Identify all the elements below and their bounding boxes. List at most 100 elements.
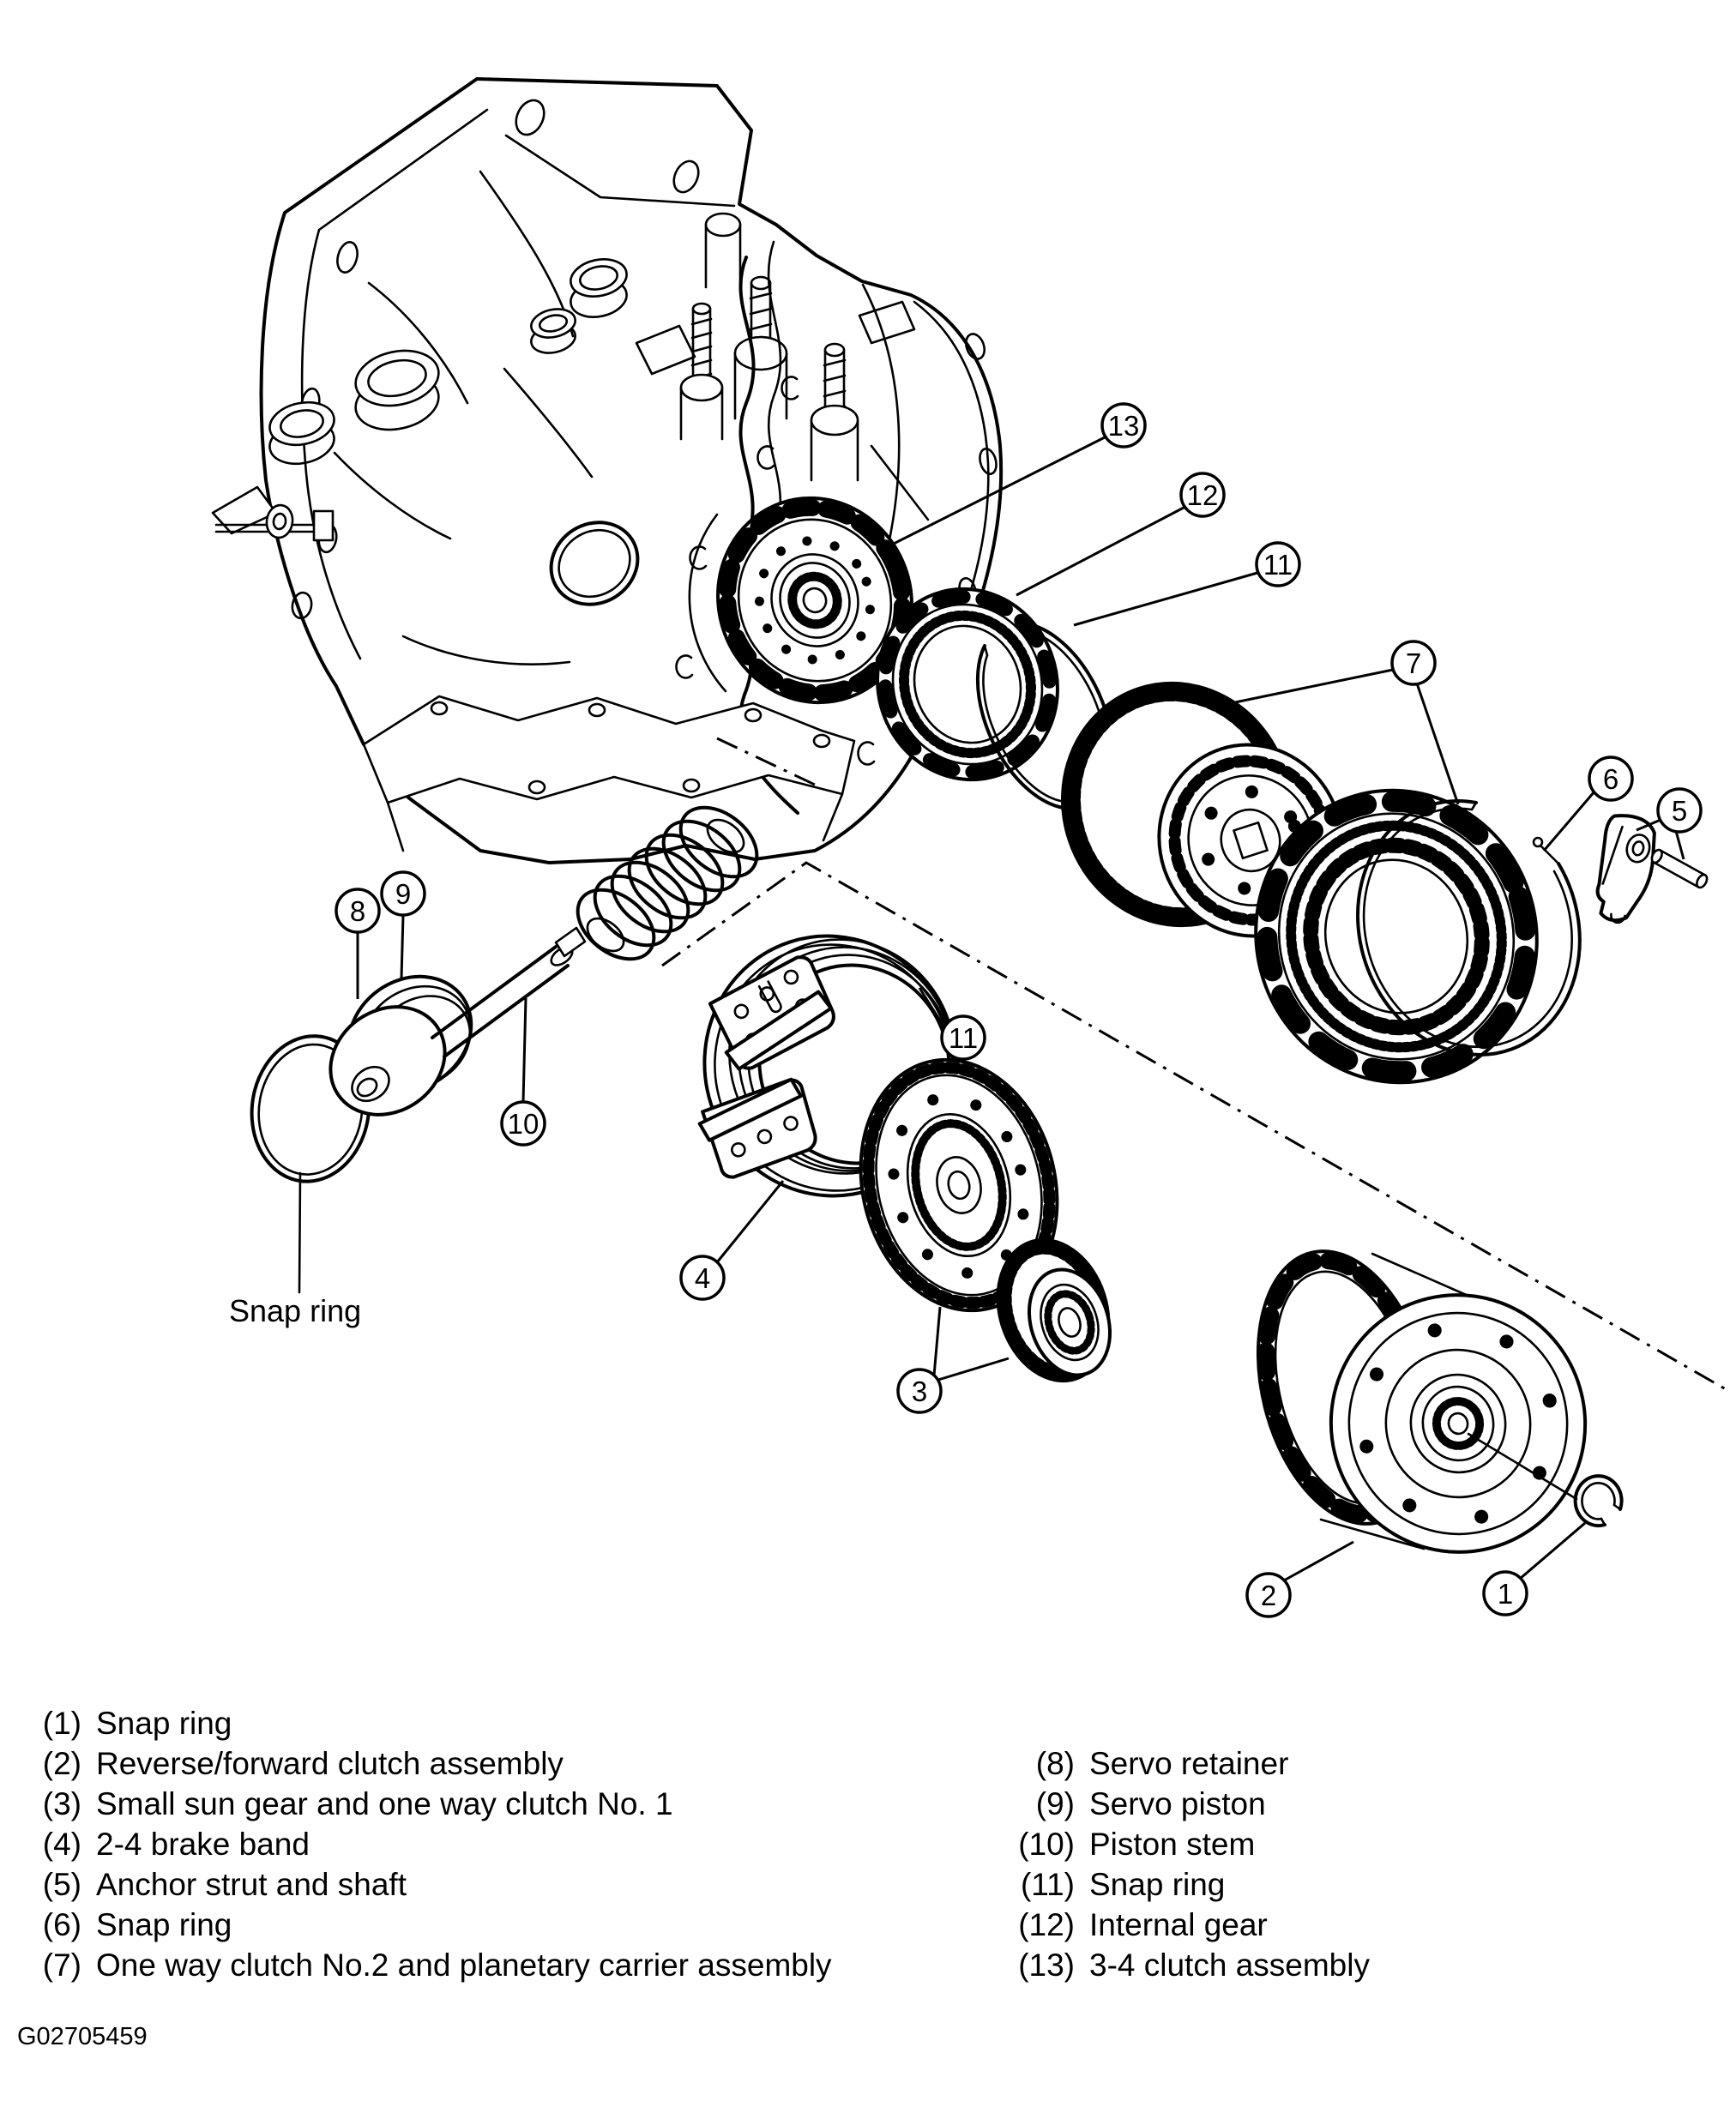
legend-item-label: Snap ring xyxy=(1089,1867,1225,1902)
callout-number: 11 xyxy=(1263,549,1293,581)
legend-item-number: (1) xyxy=(43,1706,81,1741)
case-oval-opening xyxy=(549,521,640,606)
case-ear-inner-edge xyxy=(504,134,736,208)
callout-leader-line xyxy=(883,436,1106,551)
callout-number: 2 xyxy=(1261,1580,1276,1611)
callout-1: 1 xyxy=(1482,1521,1586,1616)
servo-spring xyxy=(576,805,759,961)
callout-number: 3 xyxy=(912,1376,927,1407)
bolt-hole xyxy=(672,160,700,194)
callout-circle xyxy=(1390,640,1437,686)
callout-6: 6 xyxy=(1542,756,1634,852)
callout-10: 10 xyxy=(500,997,546,1147)
clutch-3-4-assembly xyxy=(716,496,913,705)
phantom-boundary-lines xyxy=(661,737,1727,1391)
callout-circle xyxy=(1245,1572,1292,1618)
case-rib xyxy=(367,281,469,405)
legend-item-label: Snap ring xyxy=(96,1706,232,1741)
callout-7: 7 xyxy=(1234,640,1460,805)
hub-to-snap-ring-line xyxy=(1467,1432,1578,1501)
band-bracket-lower xyxy=(697,1077,817,1179)
case-cup-bosses xyxy=(268,258,628,466)
legend-item-label: Piston stem xyxy=(1089,1827,1255,1862)
callout-circle xyxy=(1100,402,1147,448)
legend: (1) Snap ring (2) Reverse/forward clutch as… xyxy=(43,1706,1371,1983)
callout-5: 5 xyxy=(1636,787,1703,860)
callout-leader-line xyxy=(918,987,946,1028)
callout-11: 11 xyxy=(1073,541,1301,627)
callout-8: 8 xyxy=(335,888,381,999)
one-way-clutch-1-carrier-gear xyxy=(859,1057,1059,1313)
servo-piston-assembly xyxy=(329,974,473,1117)
legend-item-label: Reverse/forward clutch assembly xyxy=(96,1746,564,1781)
legend-item-label: Snap ring xyxy=(96,1907,232,1942)
callout-number: 11 xyxy=(949,1022,978,1054)
callout-number: 13 xyxy=(1108,410,1140,442)
callout-number: 6 xyxy=(1603,763,1618,795)
callout-number: 4 xyxy=(695,1262,710,1294)
callout-leader-line xyxy=(1542,791,1596,852)
case-recess-arc xyxy=(688,513,727,693)
callout-circle xyxy=(1588,756,1634,802)
callout-4: 4 xyxy=(679,1180,785,1301)
transmission-case xyxy=(211,77,1004,864)
callout-circle xyxy=(1656,787,1703,834)
callout-circle xyxy=(1179,472,1226,518)
legend-item-number: (4) xyxy=(43,1827,81,1862)
small-sun-gear xyxy=(996,1237,1112,1383)
legend-item-number: (7) xyxy=(43,1947,81,1983)
callout-leader-line xyxy=(1016,506,1184,597)
callout-leader-line xyxy=(1234,668,1394,704)
legend-item-number: (10) xyxy=(1018,1827,1075,1862)
callout-leader-line xyxy=(1519,1521,1586,1580)
legend-item-label: One way clutch No.2 and planetary carrie… xyxy=(96,1947,832,1983)
case-rib xyxy=(503,367,594,479)
band-bracket-upper xyxy=(708,955,835,1071)
callout-leader-line xyxy=(1415,683,1460,805)
callout-circle xyxy=(500,1100,546,1147)
figure-code: G02705459 xyxy=(17,2023,148,2050)
legend-item-number: (11) xyxy=(1021,1867,1075,1902)
callout-9: 9 xyxy=(380,870,426,979)
case-oil-pan-rail xyxy=(362,695,856,852)
legend-item-number: (13) xyxy=(1018,1947,1075,1983)
legend-item-number: (8) xyxy=(1036,1746,1075,1781)
bolt-hole xyxy=(291,591,313,620)
anchor-shaft-pin xyxy=(1650,848,1709,889)
callout-leader-line xyxy=(1674,830,1685,860)
callout-leader-line xyxy=(937,1357,1010,1382)
callout-leader-line xyxy=(1636,818,1661,832)
callout-number: 9 xyxy=(395,878,411,910)
snap-ring-label-leader xyxy=(298,1171,302,1294)
legend-item-number: (6) xyxy=(43,1907,81,1942)
snap-ring-6 xyxy=(1356,799,1582,1057)
callout-circle xyxy=(940,1014,986,1061)
legend-item-number: (9) xyxy=(1036,1786,1075,1821)
callout-leader-line xyxy=(932,1306,942,1376)
callout-number: 8 xyxy=(350,895,365,927)
callout-number: 1 xyxy=(1498,1578,1513,1610)
callout-13: 13 xyxy=(883,402,1147,551)
legend-item-label: Anchor strut and shaft xyxy=(96,1867,407,1902)
callout-leader-line xyxy=(1073,571,1258,627)
bolt-hole xyxy=(515,99,546,136)
anchor-strut xyxy=(1595,814,1656,924)
callout-number: 12 xyxy=(1187,479,1219,511)
bolt-hole xyxy=(336,241,359,274)
case-rib xyxy=(401,635,571,665)
callout-circle xyxy=(335,888,381,934)
callout-circle xyxy=(380,870,426,917)
callouts: 13 12 11 7 6 5 89 10 11 4 3 2 1 xyxy=(335,402,1703,1618)
callout-circle xyxy=(679,1255,726,1301)
snap-ring-inline-label: Snap ring xyxy=(229,1293,361,1328)
legend-item-number: (5) xyxy=(43,1867,81,1902)
legend-item-number: (2) xyxy=(43,1746,81,1781)
internal-gear xyxy=(876,587,1059,782)
callout-number: 5 xyxy=(1672,795,1687,827)
callout-2: 2 xyxy=(1245,1540,1354,1618)
legend-item-number: (12) xyxy=(1018,1907,1075,1942)
legend-item-label: Servo retainer xyxy=(1089,1746,1288,1781)
legend-item-label: 2-4 brake band xyxy=(96,1827,310,1862)
callout-leader-line xyxy=(400,914,405,979)
